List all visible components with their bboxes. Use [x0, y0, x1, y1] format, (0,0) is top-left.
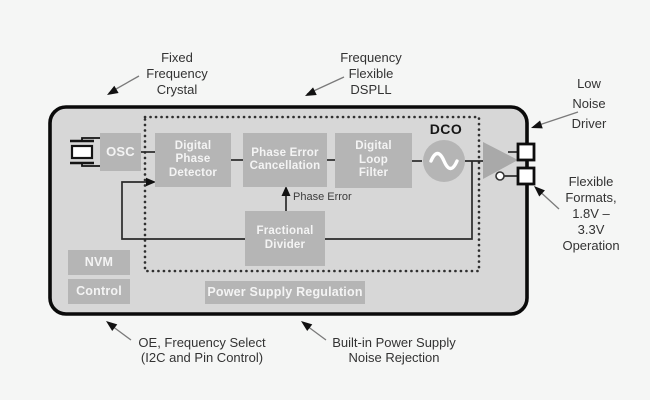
phase-error-arrowhead — [281, 186, 291, 196]
block-digital-phase-detector: Digital Phase Detector — [155, 133, 231, 187]
block-power-supply-regulation: Power Supply Regulation — [205, 281, 365, 304]
callout-low-noise-driver: Low Noise Driver — [571, 76, 607, 131]
block-phase-error-cancellation: Phase Error Cancellation — [243, 133, 327, 187]
dco-label: DCO — [429, 121, 463, 137]
block-nvm: NVM — [68, 250, 130, 275]
callout-builtin-power-noise: Built-in Power Supply Noise Rejection — [332, 335, 456, 365]
crystal-icon — [70, 137, 100, 167]
inverted-output-bubble — [495, 171, 505, 181]
feedback-arrowhead — [146, 177, 156, 187]
output-driver-icon — [483, 142, 518, 179]
sine-wave-icon — [429, 151, 459, 171]
block-digital-loop-filter: Digital Loop Filter — [335, 133, 412, 188]
signal-lines — [121, 151, 518, 240]
output-pin-bottom — [516, 166, 536, 186]
output-pin-top — [516, 142, 536, 162]
block-osc: OSC — [100, 133, 141, 171]
phase-error-label: Phase Error — [293, 191, 352, 203]
block-fractional-divider: Fractional Divider — [245, 211, 325, 266]
block-control: Control — [68, 279, 130, 304]
dspll-boundary — [143, 115, 481, 273]
callout-flexible-formats: Flexible Formats, 1.8V – 3.3V Operation — [562, 174, 620, 253]
callout-fixed-frequency-crystal: Fixed Frequency Crystal — [146, 50, 208, 97]
callout-frequency-flexible-dspll: Frequency Flexible DSPLL — [340, 50, 402, 97]
callout-arrowheads — [106, 85, 545, 332]
callout-oe-frequency-select: OE, Frequency Select (I2C and Pin Contro… — [138, 335, 266, 365]
